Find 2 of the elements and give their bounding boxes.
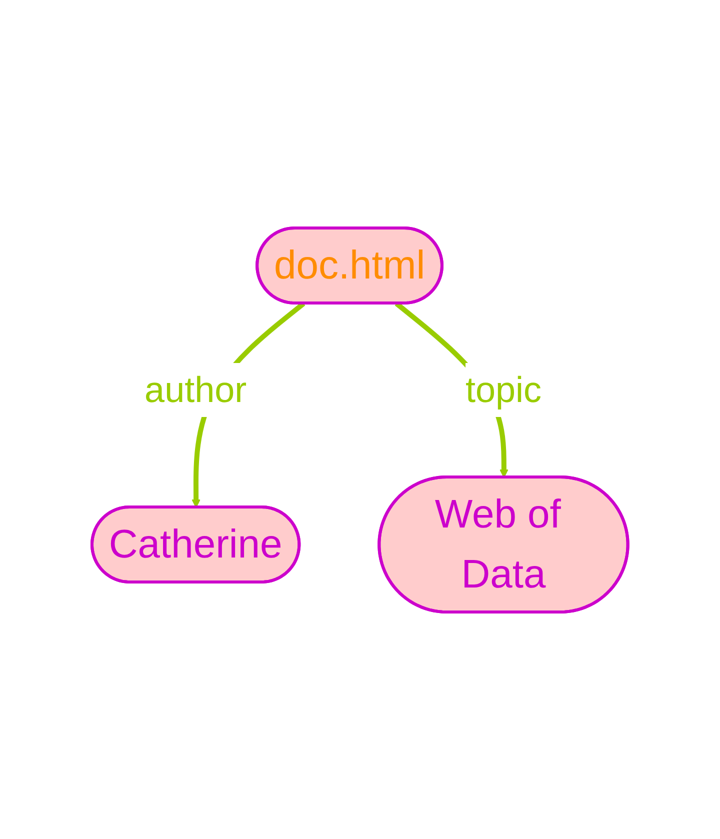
edge-label: author xyxy=(144,368,247,410)
edge-label: topic xyxy=(466,368,542,410)
